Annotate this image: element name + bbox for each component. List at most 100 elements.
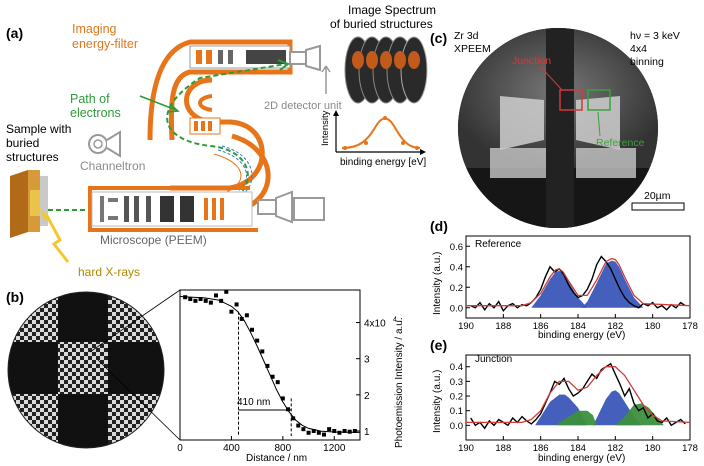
plot-d-ytick-label: 0.6 [450,242,463,253]
plot-d-xtick-label: 190 [458,321,474,332]
plot-b-data-point [311,428,316,433]
scalebar-label: 20µm [644,190,671,202]
detector-label: 2D detector unit [264,100,342,112]
plot-d-ytick-label: 0.4 [450,262,463,273]
plot-d-xtick-label: 188 [495,321,511,332]
sample-label-2: buried [6,136,39,150]
bracket-annotation: 410 nm [237,397,270,408]
plot-b-ytick-label: 1 [364,427,370,438]
plot-b-data-point [296,423,301,428]
plot-e-ytick-label: 0.1 [450,406,463,417]
plot-b-data-point [208,300,213,305]
plot-b-data-point [352,428,357,433]
checkerboard-image [8,292,164,448]
inset-xlabel: binding energy [eV] [340,157,426,168]
plot-e-title: Junction [475,354,512,365]
plot-b-frame [179,289,361,441]
image-spectrum-label-2: of buried structures [330,17,433,31]
plot-b-data-point [188,297,193,302]
plot-d-xtick-label: 180 [645,321,661,332]
plot-b-data-point [332,428,337,433]
binning-label: binning [630,56,664,68]
channeltron-label: Channeltron [80,159,145,173]
panel-c-label: (c) [430,30,447,46]
imaging-filter-label-2: energy-filter [72,37,138,51]
plot-b-data-point [347,429,352,434]
plot-b-data-point [301,427,306,432]
plot-e-ytick-label: 0.4 [450,362,463,373]
plot-b-xtick-label: 800 [275,443,292,454]
plot-b-data-point [337,430,342,435]
panel-a: (a) Imaging energy-filter Image Spectrum… [6,3,436,279]
xpeem-image [458,28,658,228]
plot-b-data-point [198,297,203,302]
plot-b-ytick-label: 4x10 [364,319,386,330]
plot-b-fit-line [179,296,361,433]
panel-e-label: (e) [430,337,447,353]
path-electrons-label-1: Path of [70,92,110,106]
plot-d-peak-fill [581,260,644,308]
reference-label: Reference [596,137,645,149]
plot-b-data-point [306,430,311,435]
panel-d-label: (d) [430,218,448,234]
plot-b-data-point [214,293,218,298]
xpeem-label: XPEEM [454,43,491,55]
inset-ylabel: Intensity [320,110,331,146]
channeltron-icon [88,130,121,158]
junction-label: Junction [512,55,551,67]
filter-top-unit [147,39,331,141]
plot-b-data-point [203,298,208,303]
plot-e-data-line [470,362,686,430]
xray-label: hard X-rays [78,265,140,279]
plot-e-xtick-label: 186 [533,443,549,454]
plot-e-peak-fill [555,410,597,426]
path-electrons-label-2: electrons [70,106,121,120]
plot-d-title: Reference [475,239,522,250]
plot-e-frame [465,354,691,441]
xray-beam [39,207,70,263]
plot-b-data-point [327,427,332,432]
plot-b-ytick-label: 2 [364,391,370,402]
plot-b-xtick-label: 1200 [323,443,346,454]
image-stack-icon [344,36,428,104]
plot-d-fit-line [466,257,691,307]
plot-d-ytick-label: 0.2 [450,283,463,294]
binning-value-label: 4x4 [630,43,647,55]
plot-b-xtick-label: 400 [223,443,240,454]
plot-b-data-point [183,295,188,300]
plot-b-data-point [234,302,239,307]
plot-b-data-point [270,374,275,379]
plot-e-xtick-label: 180 [645,443,661,454]
plot-b-data-point [244,313,249,318]
panel-c: (c) Junction Reference Zr 3d XPEEM hν = … [430,28,685,228]
sample-label-1: Sample with [6,122,71,136]
plot-d-xlabel: binding energy (eV) [538,330,625,341]
image-spectrum-label-1: Image Spectrum [348,3,436,17]
plot-e-ytick-label: 0.0 [450,421,463,432]
plot-e-ytick-label: 0.3 [450,377,463,388]
microscope-column [88,186,325,232]
scalebar [631,202,685,211]
plot-b-data-point [250,327,254,332]
plot-b-data-point [193,298,198,303]
plot-b-data-point [342,428,347,433]
plot-b-data-point [229,309,234,314]
plot-b-data-point [224,289,229,294]
plot-b-ytick-label: 3 [364,355,370,366]
plot-e-xtick-label: 188 [495,443,511,454]
imaging-filter-label-1: Imaging [72,22,117,36]
plot-d-ytick-label: 0.0 [450,303,463,314]
panel-a-label: (a) [6,25,23,41]
plot-b-ylabel: Photoemission Intensity / a.u. [394,317,405,448]
plot-b-data-point [239,316,244,321]
plot-b-data-point [316,430,321,435]
plot-b-data-point [255,338,260,343]
plot-d-data-line [470,255,686,313]
photon-energy-label: hν = 3 keV [630,30,680,42]
zr3d-label: Zr 3d [454,30,479,42]
